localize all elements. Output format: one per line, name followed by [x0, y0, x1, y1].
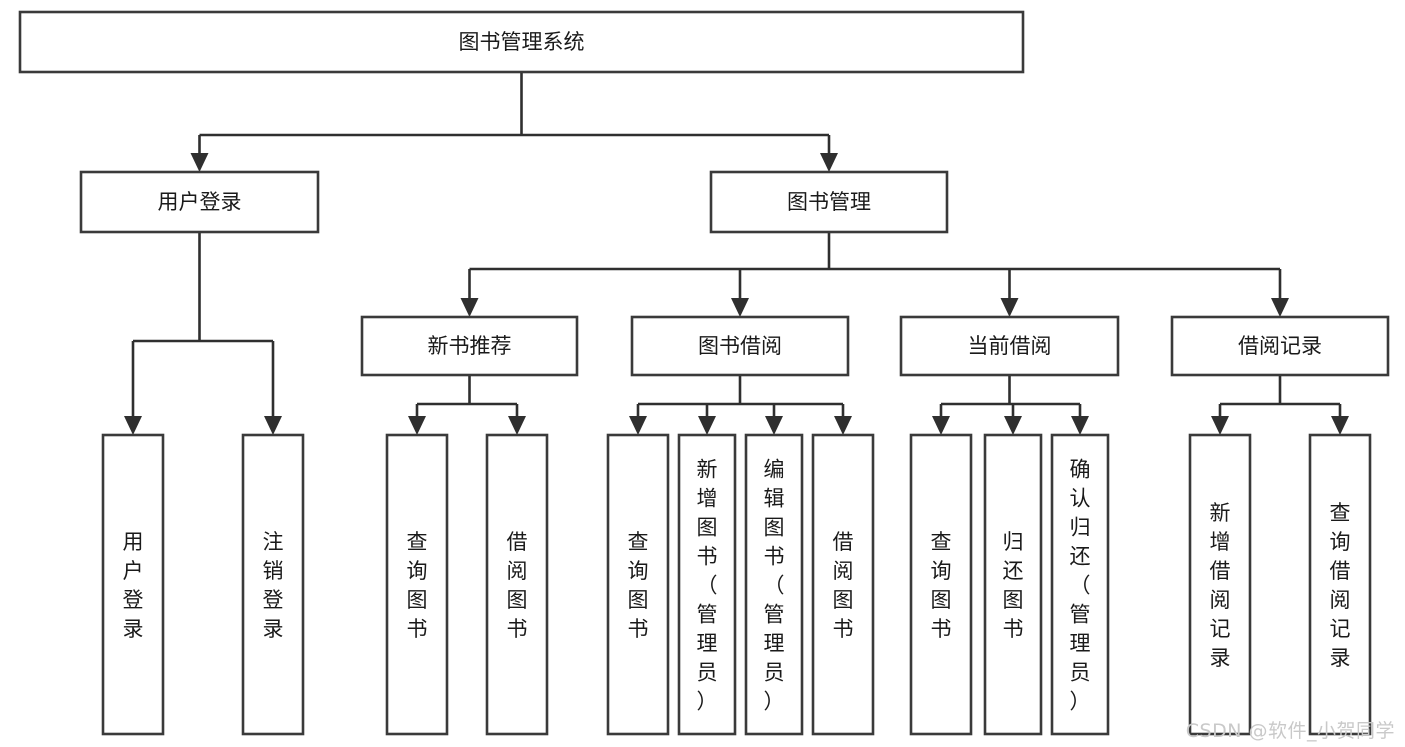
node-leaf-edit-book[interactable]: 编辑图书（管理员）: [744, 433, 804, 736]
node-leaf-return-book-box: [983, 433, 1043, 736]
node-borrow-record-box: [1170, 315, 1390, 377]
node-leaf-confirm-return-label: 确认归还（管理员）: [1070, 458, 1091, 714]
arrow-head-level3-2: [1000, 298, 1019, 317]
node-leaf-query-book-2-label: 查询图书: [628, 530, 649, 641]
arrow-head-leaf-add-book: [698, 416, 716, 435]
arrow-head-level3-0: [460, 298, 479, 317]
node-leaf-logout-login[interactable]: 注销登录: [241, 433, 305, 736]
node-leaf-query-book-2-box: [606, 433, 670, 736]
arrow-head-leaf-borrow-book-2: [834, 416, 852, 435]
node-leaf-query-book-1[interactable]: 查询图书: [385, 433, 449, 736]
node-root-system-label: 图书管理系统: [459, 30, 585, 54]
node-user-login-label: 用户登录: [158, 190, 242, 214]
node-root-system-box: [18, 10, 1025, 74]
node-root-system[interactable]: 图书管理系统: [18, 10, 1025, 74]
node-leaf-return-book-label: 归还图书: [1003, 530, 1024, 641]
node-leaf-confirm-return[interactable]: 确认归还（管理员）: [1050, 433, 1110, 736]
node-leaf-query-book-3[interactable]: 查询图书: [909, 433, 973, 736]
node-leaf-confirm-return-box: [1050, 433, 1110, 736]
node-leaf-query-record-label: 查询借阅记录: [1330, 501, 1351, 670]
arrow-head-leaf-logout-login: [264, 416, 282, 435]
node-book-manage-box: [709, 170, 949, 234]
arrow-head-leaf-user-login: [124, 416, 142, 435]
node-leaf-add-book-box: [677, 433, 737, 736]
node-current-borrow-label: 当前借阅: [968, 334, 1052, 358]
arrow-head-leaf-edit-book: [765, 416, 783, 435]
node-leaf-user-login-label: 用户登录: [123, 530, 144, 641]
node-leaf-borrow-book-2-label: 借阅图书: [833, 530, 854, 641]
node-leaf-add-record-box: [1188, 433, 1252, 736]
arrow-head-level3-3: [1271, 298, 1289, 317]
node-user-login[interactable]: 用户登录: [79, 170, 320, 234]
arrow-head-level2-0: [190, 153, 209, 172]
node-layer: 图书管理系统用户登录图书管理新书推荐图书借阅当前借阅借阅记录用户登录注销登录查询…: [18, 10, 1390, 736]
node-user-login-box: [79, 170, 320, 234]
arrow-head-level3-1: [731, 298, 749, 317]
node-leaf-query-book-2[interactable]: 查询图书: [606, 433, 670, 736]
node-book-borrow-box: [630, 315, 850, 377]
node-book-borrow[interactable]: 图书借阅: [630, 315, 850, 377]
node-leaf-logout-login-label: 注销登录: [263, 530, 284, 641]
node-leaf-query-book-1-box: [385, 433, 449, 736]
node-leaf-borrow-book-2-box: [811, 433, 875, 736]
node-current-borrow-box: [899, 315, 1120, 377]
arrow-head-leaf-return-book: [1004, 416, 1022, 435]
node-leaf-add-book-label: 新增图书（管理员）: [697, 458, 718, 714]
node-borrow-record[interactable]: 借阅记录: [1170, 315, 1390, 377]
node-leaf-user-login-box: [101, 433, 165, 736]
arrow-head-leaf-query-book-1: [408, 416, 426, 435]
node-current-borrow[interactable]: 当前借阅: [899, 315, 1120, 377]
node-leaf-query-book-3-box: [909, 433, 973, 736]
node-book-borrow-label: 图书借阅: [698, 334, 782, 358]
node-leaf-borrow-book-1[interactable]: 借阅图书: [485, 433, 549, 736]
node-leaf-add-record-label: 新增借阅记录: [1210, 501, 1231, 670]
node-leaf-edit-book-label: 编辑图书（管理员）: [764, 458, 785, 714]
node-book-manage[interactable]: 图书管理: [709, 170, 949, 234]
node-leaf-user-login[interactable]: 用户登录: [101, 433, 165, 736]
watermark-text: CSDN @软件_小贺同学: [1185, 720, 1395, 742]
node-leaf-logout-login-box: [241, 433, 305, 736]
arrow-head-leaf-query-book-3: [932, 416, 950, 435]
node-leaf-edit-book-box: [744, 433, 804, 736]
node-leaf-borrow-book-1-label: 借阅图书: [507, 530, 528, 641]
node-book-manage-label: 图书管理: [787, 190, 871, 214]
arrow-head-leaf-borrow-book-1: [508, 416, 526, 435]
node-new-book-rec[interactable]: 新书推荐: [360, 315, 579, 377]
node-new-book-rec-box: [360, 315, 579, 377]
arrow-head-level2-1: [820, 153, 838, 172]
connector-layer: [124, 72, 1349, 435]
node-leaf-query-book-3-label: 查询图书: [931, 530, 952, 641]
arrow-head-leaf-confirm-return: [1071, 416, 1089, 435]
node-leaf-query-record-box: [1308, 433, 1372, 736]
node-leaf-add-book[interactable]: 新增图书（管理员）: [677, 433, 737, 736]
node-leaf-borrow-book-1-box: [485, 433, 549, 736]
arrow-head-leaf-query-book-2: [629, 416, 647, 435]
arrow-head-leaf-query-record: [1331, 416, 1349, 435]
node-leaf-return-book[interactable]: 归还图书: [983, 433, 1043, 736]
arrow-head-leaf-add-record: [1211, 416, 1229, 435]
node-leaf-borrow-book-2[interactable]: 借阅图书: [811, 433, 875, 736]
node-new-book-rec-label: 新书推荐: [428, 334, 512, 358]
node-leaf-query-record[interactable]: 查询借阅记录: [1308, 433, 1372, 736]
node-leaf-add-record[interactable]: 新增借阅记录: [1188, 433, 1252, 736]
node-leaf-query-book-1-label: 查询图书: [407, 530, 428, 641]
node-borrow-record-label: 借阅记录: [1238, 334, 1322, 358]
